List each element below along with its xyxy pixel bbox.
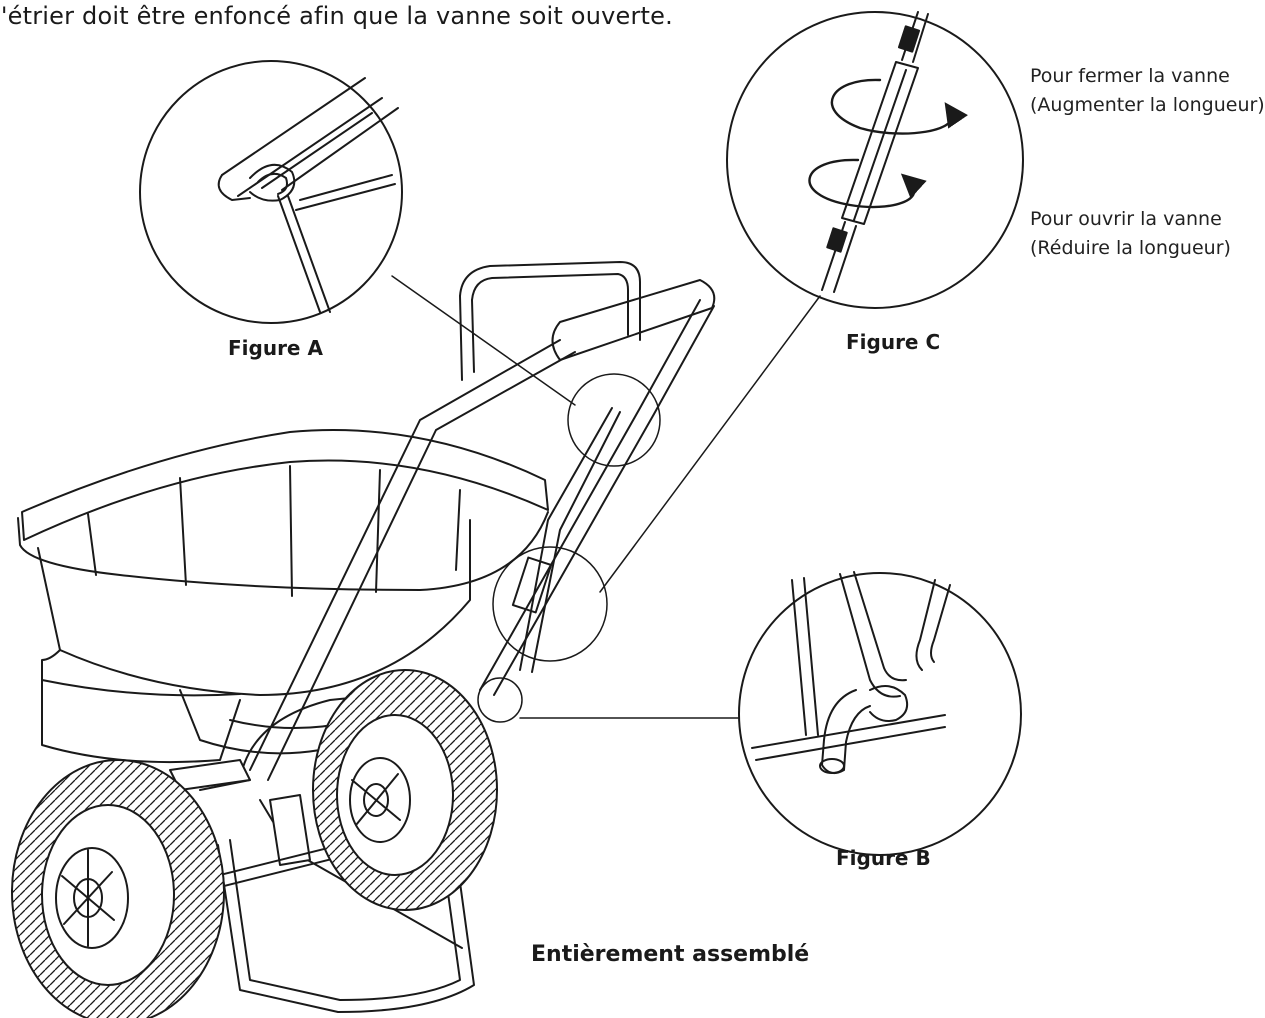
detail-b-marker: [477, 677, 523, 723]
close-valve-line2: (Augmenter la longueur): [1030, 94, 1265, 116]
figure-c-label: Figure C: [846, 330, 941, 354]
fully-assembled-caption: Entièrement assemblé: [531, 942, 810, 967]
open-valve-note: Pour ouvrir la vanne (Réduire la longueu…: [1030, 205, 1231, 263]
open-valve-line1: Pour ouvrir la vanne: [1030, 208, 1222, 230]
detail-c-marker: [492, 546, 608, 662]
figure-a-detail: [139, 60, 576, 406]
open-valve-line2: (Réduire la longueur): [1030, 237, 1231, 259]
instruction-text: l'étrier doit être enfoncé afin que la v…: [0, 2, 673, 30]
rear-wheel: [312, 669, 498, 911]
figure-c-detail: [599, 11, 1024, 593]
front-wheel: [11, 759, 225, 1018]
figure-b-label: Figure B: [836, 846, 931, 870]
figure-a-label: Figure A: [228, 336, 323, 360]
figure-b-detail: [519, 571, 1022, 856]
detail-a-marker: [567, 373, 661, 467]
close-valve-line1: Pour fermer la vanne: [1030, 65, 1230, 87]
close-valve-note: Pour fermer la vanne (Augmenter la longu…: [1030, 62, 1265, 120]
